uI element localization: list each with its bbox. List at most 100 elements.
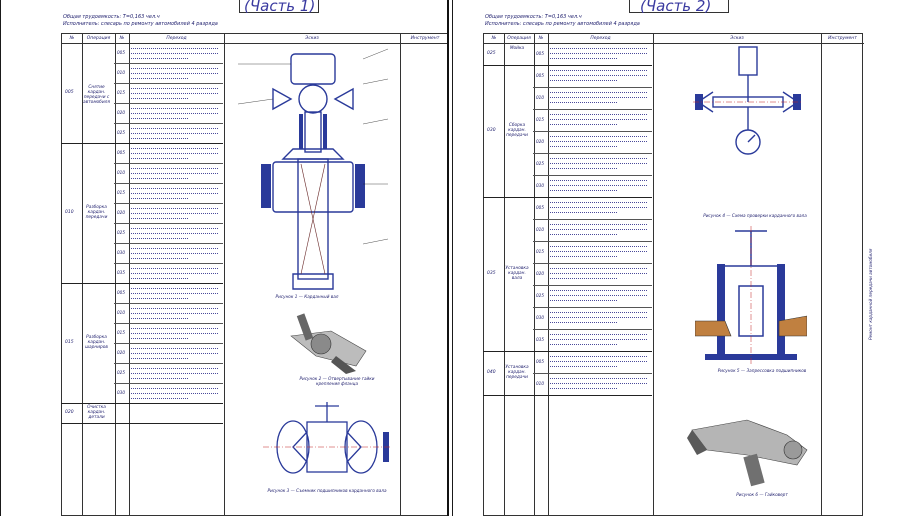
step-text-line: [550, 234, 617, 235]
figure-6-caption: Рисунок 6 — Гайковерт: [736, 492, 788, 497]
step-text-line: [131, 58, 188, 59]
operation-name: Сборка кардан. передачи: [506, 123, 528, 138]
step-separator: [533, 175, 652, 176]
operation-name: Мойка: [509, 46, 525, 51]
col-num: №: [62, 34, 82, 44]
step-text-line: [131, 198, 188, 199]
step-text-line: [131, 133, 218, 134]
step-separator: [533, 373, 652, 374]
step-separator: [533, 219, 652, 220]
col-tool: Инструмент: [400, 34, 449, 44]
step-number: 015: [536, 249, 544, 254]
step-text-line: [131, 113, 218, 114]
step-text-line: [550, 207, 647, 208]
step-text-line: [131, 393, 218, 394]
operation-separator: [61, 283, 223, 284]
col-tool-2: Инструмент: [821, 34, 864, 44]
step-number: 020: [536, 139, 544, 144]
step-separator: [533, 153, 652, 154]
step-text-line: [550, 356, 647, 357]
step-text-line: [131, 288, 218, 289]
step-text-line: [550, 339, 647, 340]
step-separator: [114, 343, 223, 344]
step-text-line: [550, 300, 617, 301]
step-text-line: [131, 188, 218, 189]
step-text-line: [131, 253, 218, 254]
step-number: 030: [536, 183, 544, 188]
step-text-line: [550, 317, 647, 318]
step-text-line: [550, 278, 617, 279]
step-number: 010: [117, 170, 125, 175]
figure-5-caption: Рисунок 5 — Запрессовка подшипников: [717, 368, 807, 373]
step-text-line: [550, 136, 647, 137]
step-separator: [114, 383, 223, 384]
bearing-puller-figure: [263, 402, 391, 474]
step-number: 015: [536, 117, 544, 122]
step-text-line: [550, 185, 647, 186]
step-text-line: [550, 212, 617, 213]
step-text-line: [131, 118, 188, 119]
step-text-line: [550, 114, 647, 115]
step-text-line: [131, 338, 188, 339]
operation-separator: [61, 143, 223, 144]
step-text-line: [550, 322, 617, 323]
operation-name: Разборка кардан. передачи: [85, 205, 108, 220]
step-text-line: [550, 295, 647, 296]
step-text-line: [550, 334, 647, 335]
step-text-line: [550, 256, 617, 257]
step-text-line: [131, 378, 188, 379]
step-number: 025: [117, 370, 125, 375]
operation-number: 040: [487, 370, 496, 375]
col-step-num-2: № перех.: [534, 34, 548, 44]
bearing-press-figure: [695, 226, 807, 366]
step-text-line: [131, 278, 188, 279]
step-text-line: [550, 312, 647, 313]
operation-separator: [483, 65, 652, 66]
step-number: 025: [536, 293, 544, 298]
step-separator: [114, 163, 223, 164]
step-text-line: [131, 333, 218, 334]
step-text-line: [550, 202, 647, 203]
step-text-line: [131, 93, 218, 94]
step-number: 010: [536, 381, 544, 386]
step-text-line: [131, 218, 188, 219]
col-step: Переход: [129, 34, 224, 44]
step-text-line: [550, 168, 617, 169]
figure-1-caption: Рисунок 1 — Карданный вал: [275, 294, 339, 299]
step-text-line: [131, 48, 218, 49]
step-text-line: [550, 229, 647, 230]
step-text-line: [550, 246, 647, 247]
step-separator: [533, 329, 652, 330]
step-separator: [114, 83, 223, 84]
step-text-line: [550, 146, 617, 147]
step-text-line: [131, 388, 218, 389]
step-separator: [114, 323, 223, 324]
sheet-title-2: (Часть 2): [640, 0, 712, 15]
step-text-line: [131, 313, 218, 314]
header-executor: Исполнитель: слесарь по ремонту автомоби…: [63, 21, 218, 27]
operation-name: Установка кардан. вала: [505, 266, 529, 281]
step-number: 025: [117, 230, 125, 235]
step-separator: [114, 223, 223, 224]
step-separator: [533, 131, 652, 132]
step-number: 020: [117, 210, 125, 215]
step-number: 005: [536, 359, 544, 364]
step-number: 010: [536, 95, 544, 100]
step-text-line: [131, 168, 218, 169]
step-text-line: [131, 213, 218, 214]
operation-separator: [483, 197, 652, 198]
operation-separator: [483, 395, 652, 396]
step-text-line: [550, 190, 617, 191]
step-text-line: [131, 358, 188, 359]
step-number: 005: [536, 51, 544, 56]
step-separator: [114, 203, 223, 204]
sheet-part-1: (Часть 1) Общая трудоемкость: Т=0,163 че…: [0, 0, 449, 516]
step-text-line: [550, 102, 617, 103]
step-text-line: [550, 273, 647, 274]
step-text-line: [550, 163, 647, 164]
step-text-line: [131, 138, 188, 139]
step-text-line: [550, 75, 647, 76]
step-separator: [114, 303, 223, 304]
step-separator: [533, 87, 652, 88]
step-text-line: [550, 251, 647, 252]
